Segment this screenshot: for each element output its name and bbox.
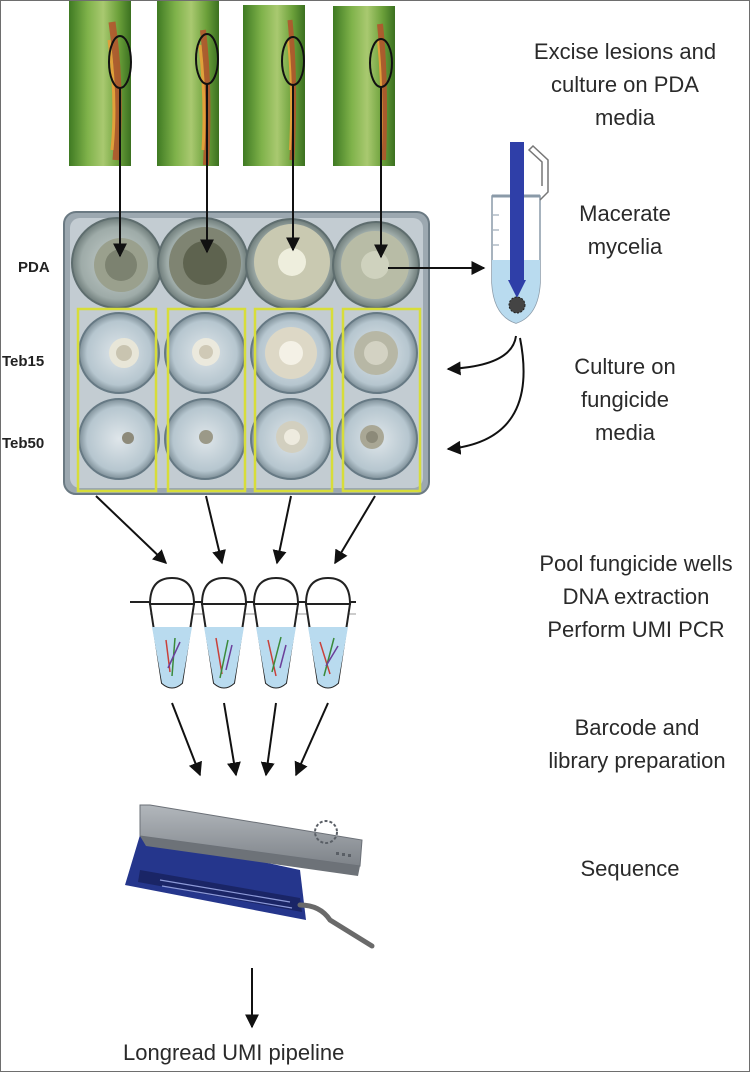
row-label-teb15: Teb15	[2, 353, 45, 370]
teb50-row-wells	[78, 398, 418, 480]
step-culture-fungicide: Culture on fungicide media	[560, 350, 690, 449]
homogenizer-tube-icon	[491, 142, 549, 324]
fungicide-pool-highlight-boxes	[76, 307, 422, 493]
step-text: Pool fungicide wells	[539, 551, 733, 576]
nanopore-sequencer-icon	[125, 804, 375, 949]
step-text: library preparation	[548, 748, 726, 773]
step-text: Excise lesions and	[533, 39, 717, 64]
pcr-tube-icon	[200, 576, 248, 689]
step-text: Macerate	[579, 201, 671, 226]
row-label-pda: PDA	[18, 259, 50, 276]
pcr-tubes	[130, 576, 356, 689]
leaf-lesion-photo	[157, 0, 219, 166]
row-label-teb50: Teb50	[2, 435, 45, 452]
teb15-row-wells	[78, 312, 418, 394]
step-pool: Pool fungicide wells DNA extraction Perf…	[524, 547, 748, 646]
leaf-lesion-photo	[69, 0, 132, 166]
pcr-tube-icon	[304, 576, 352, 689]
final-step-label: Longread UMI pipeline	[123, 1040, 345, 1065]
step-macerate: Macerate mycelia	[550, 197, 700, 263]
leaf-photos	[69, 0, 395, 166]
step-text: Perform UMI PCR	[547, 617, 725, 642]
step-text: DNA extraction	[562, 584, 710, 609]
multiwell-culture-plate	[63, 211, 430, 495]
pool-arrows	[95, 495, 376, 565]
step-text: media	[595, 420, 655, 445]
step-barcode: Barcode and library preparation	[528, 711, 746, 777]
step-text: Sequence	[580, 856, 680, 881]
step-text: culture on PDA	[551, 72, 699, 97]
excise-arrows	[113, 84, 388, 259]
step-text: mycelia	[587, 234, 663, 259]
pcr-tube-icon	[252, 576, 300, 689]
barcode-arrows	[171, 702, 329, 777]
step-excise: Excise lesions and culture on PDA media	[515, 35, 735, 134]
step-text: media	[595, 105, 655, 130]
step-text: fungicide	[580, 387, 670, 412]
step-sequence: Sequence	[570, 852, 690, 885]
step-text: Barcode and	[574, 715, 700, 740]
step-text: Culture on	[574, 354, 676, 379]
pda-row-wells	[71, 217, 420, 310]
culture-fungicide-arrows	[446, 335, 525, 455]
pcr-tube-icon	[148, 576, 196, 689]
leaf-lesion-photo	[333, 6, 395, 166]
leaf-lesion-photo	[243, 5, 305, 166]
